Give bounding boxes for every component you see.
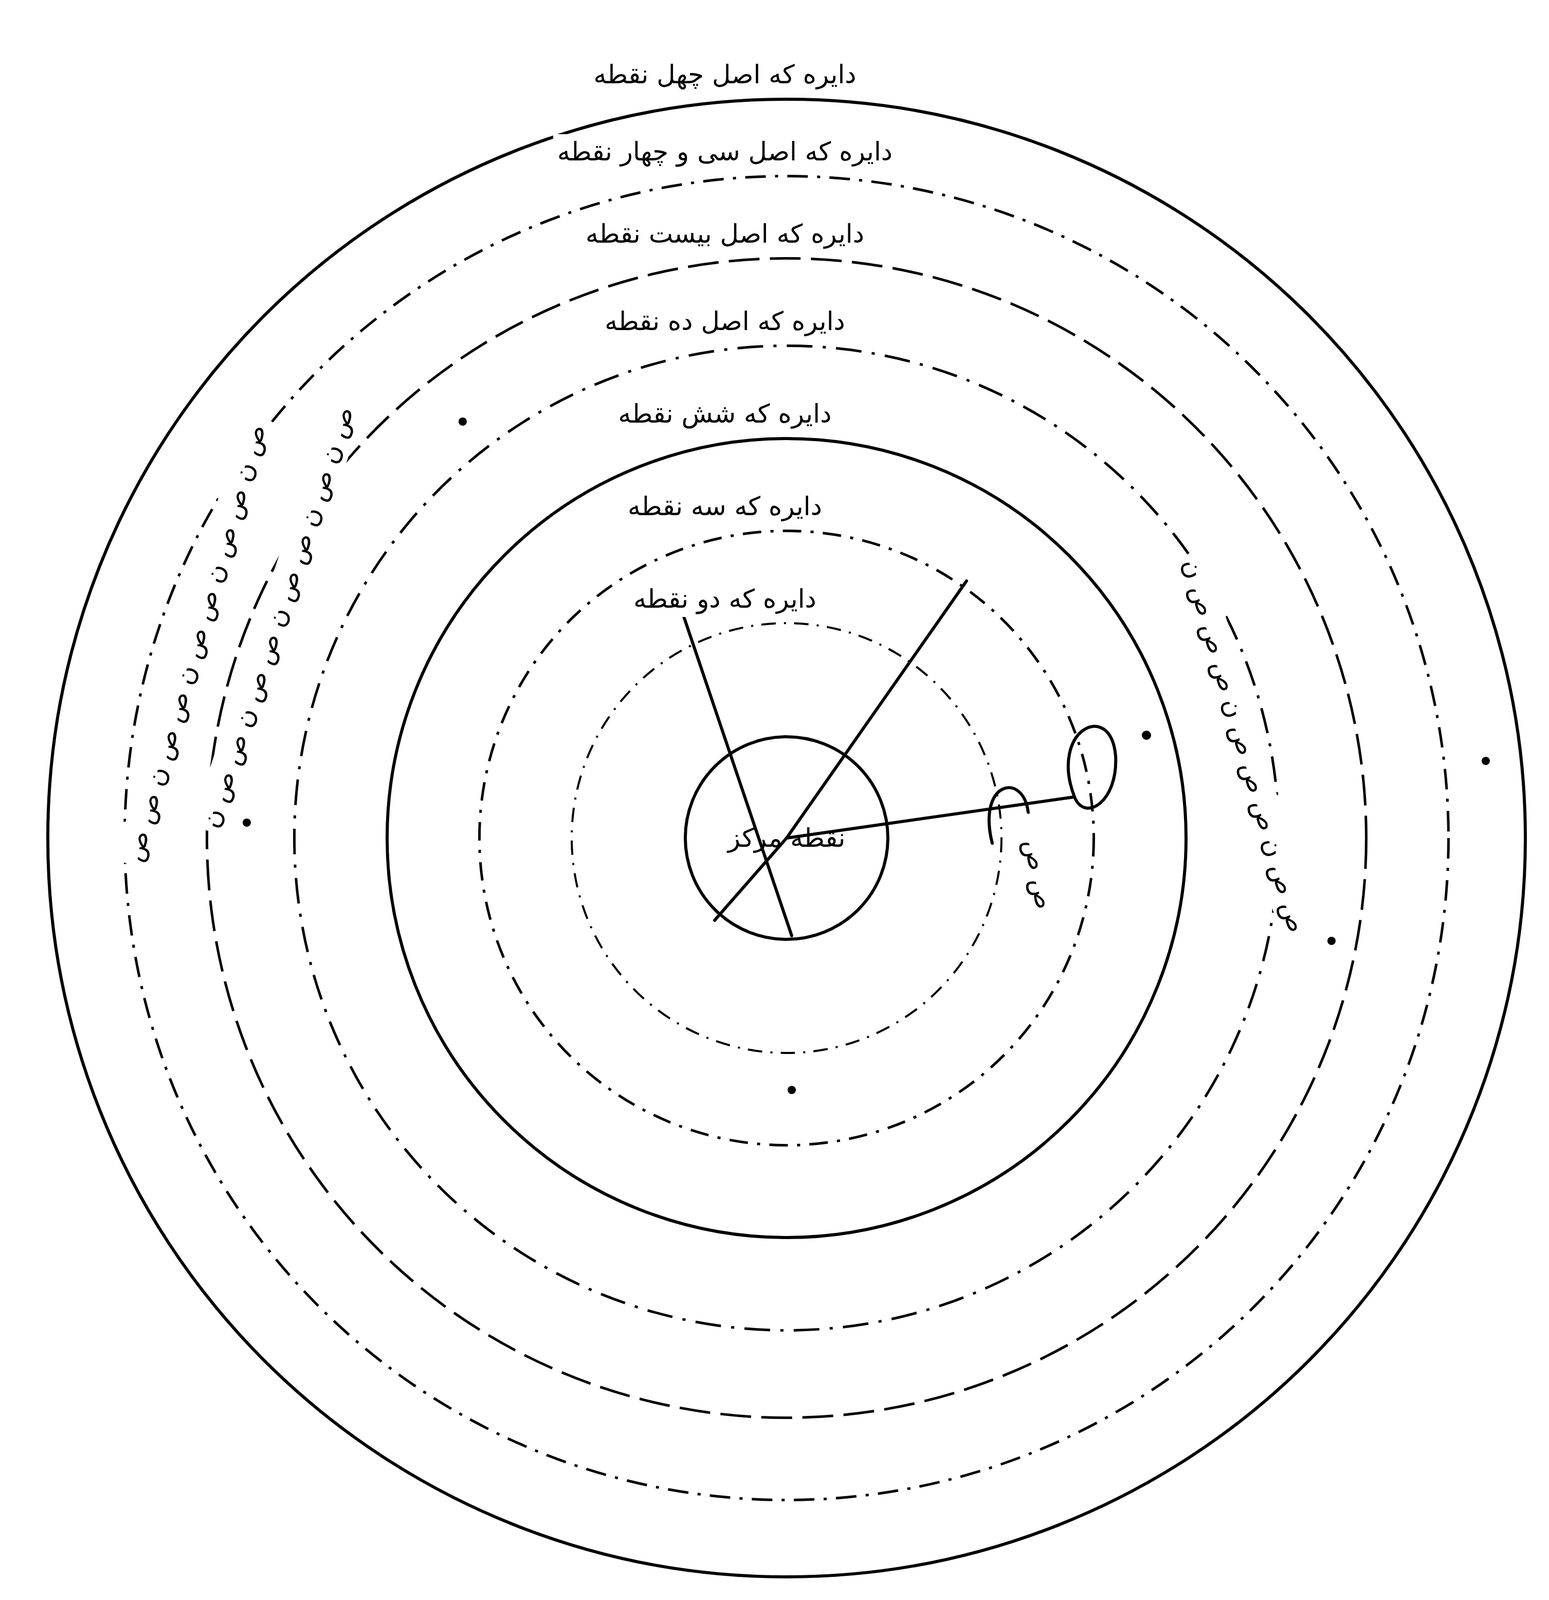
circle-label: دایره که اصل ده نقطه: [600, 303, 850, 340]
ring-circle: دایره که سه نقطهدایره که دو نقطهنقطه مرک…: [478, 529, 1096, 1147]
ring-circle: دایره که اصل سی و چهار نقطهدایره که اصل …: [123, 174, 1450, 1502]
arc-letters: ص ص ن ص ص ص ن ص ص ص ن: [1172, 550, 1316, 941]
circle-label: دایره که اصل چهل نقطه: [589, 57, 861, 93]
ring-circle: دایره که اصل بیست نقطهدایره که اصل ده نق…: [205, 257, 1368, 1419]
ring-circle: دایره که شش نقطهدایره که سه نقطهدایره که…: [385, 436, 1188, 1239]
arc-letters: ص ص: [1014, 832, 1063, 916]
circle-label: دایره که سه نقطه: [623, 488, 827, 525]
circle-label: دایره که شش نقطه: [614, 396, 836, 432]
radial-line: [673, 586, 792, 936]
circle-label: نقطه مرکز: [723, 820, 850, 856]
ring-circle: دایره که اصل چهل نقطهدایره که اصل سی و چ…: [46, 97, 1527, 1579]
radial-line: [786, 580, 967, 838]
loop-mark: [989, 787, 1029, 844]
circle-label: دایره که اصل بیست نقطه: [581, 216, 869, 252]
circle-label: دایره که دو نقطه: [629, 581, 821, 617]
ring-circle: نقطه مرکز: [683, 735, 890, 941]
ring-circle: دایره که دو نقطهنقطه مرکز: [570, 622, 1003, 1054]
ring-circle: دایره که اصل ده نقطهدایره که شش نقطهدایر…: [293, 344, 1281, 1332]
circle-label: دایره که اصل سی و چهار نقطه: [553, 134, 897, 170]
